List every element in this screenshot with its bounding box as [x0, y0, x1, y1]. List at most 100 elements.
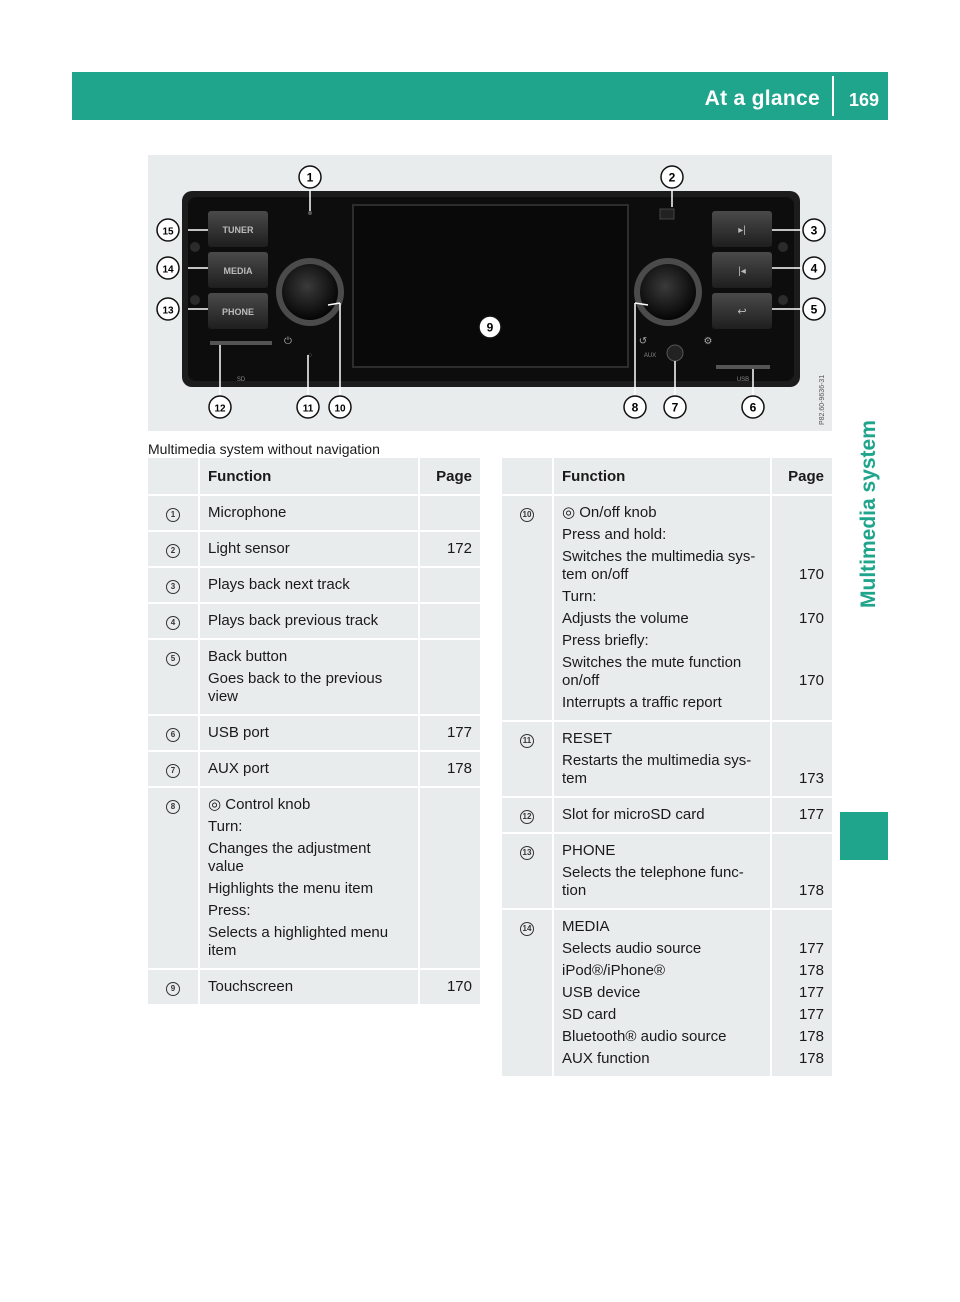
page-reference: 178: [446, 760, 472, 777]
function-cell: Light sensor: [200, 532, 420, 568]
function-text: Turn:: [562, 588, 597, 605]
phone-button-label: PHONE: [222, 307, 254, 317]
function-cell: Plays back previous track: [200, 604, 420, 640]
function-text: Goes back to the previous view: [208, 670, 383, 705]
table-header-row: Function Page: [148, 458, 480, 496]
page-number: 169: [848, 90, 880, 110]
page-reference: [780, 588, 824, 606]
settings-icon: ⚙: [704, 336, 713, 347]
page-reference: [780, 730, 824, 748]
callout-15: 15: [162, 227, 174, 238]
callout-9: 9: [487, 321, 494, 335]
item-number-badge: 8: [166, 800, 180, 814]
function-text: Plays back next track: [208, 576, 350, 593]
page-reference: [428, 612, 472, 630]
function-text: Selects audio source: [562, 940, 702, 957]
item-number-badge: 13: [520, 846, 534, 860]
page-reference: 177: [798, 1006, 824, 1023]
photo-caption: Multimedia system without navigation: [148, 441, 380, 457]
item-number-cell: 2: [148, 532, 200, 568]
function-column-header: Function: [200, 458, 420, 496]
page-reference: [780, 694, 824, 712]
power-icon: ⏻: [284, 336, 292, 347]
page-reference: 177: [798, 806, 824, 823]
light-sensor: [659, 208, 675, 220]
page-cell: [420, 640, 480, 716]
page-reference: 170: [446, 978, 472, 995]
function-text: Plays back previous track: [208, 612, 379, 629]
callout-7: 7: [672, 401, 679, 415]
item-number-badge: 6: [166, 728, 180, 742]
function-cell: AUX port: [200, 752, 420, 788]
item-number-cell: 3: [148, 568, 200, 604]
next-track-button: [712, 211, 772, 247]
page-reference: 170: [798, 610, 824, 627]
page-reference: 178: [798, 882, 824, 899]
header-title: At a glance: [704, 87, 820, 110]
function-text: Slot for microSD card: [562, 806, 705, 823]
page-reference: [428, 880, 472, 898]
item-number-badge: 2: [166, 544, 180, 558]
function-text: SD card: [562, 1006, 617, 1023]
item-number-badge: 12: [520, 810, 534, 824]
page-reference: 170: [798, 566, 824, 583]
function-text: Adjusts the volume: [562, 610, 689, 627]
page-reference: 177: [446, 724, 472, 741]
function-text: Light sensor: [208, 540, 290, 557]
function-text: Microphone: [208, 504, 287, 521]
function-cell: Plays back next track: [200, 568, 420, 604]
callout-5: 5: [811, 303, 818, 317]
function-text: Press:: [208, 902, 251, 919]
page-reference: [780, 842, 824, 860]
function-text: iPod®/iPhone®: [562, 962, 666, 979]
callout-8: 8: [632, 401, 639, 415]
number-column-header: [148, 458, 200, 496]
function-table-left: Function Page 1 Microphone 2 Light sensor 17…: [148, 458, 480, 1006]
page-reference: 170: [798, 672, 824, 689]
item-number-cell: 12: [502, 798, 554, 834]
item-number-badge: 9: [166, 982, 180, 996]
item-number-badge: 5: [166, 652, 180, 666]
function-text: Turn:: [208, 818, 243, 835]
number-column-header: [502, 458, 554, 496]
function-text: ◎ Control knob: [208, 796, 311, 813]
function-text: Press and hold:: [562, 526, 667, 543]
item-number-badge: 4: [166, 616, 180, 630]
page-cell: [420, 568, 480, 604]
page-reference: [428, 648, 472, 666]
item-number-cell: 1: [148, 496, 200, 532]
table-row: 12 Slot for microSD card 177: [502, 798, 832, 834]
callout-6: 6: [750, 401, 757, 415]
callout-1: 1: [307, 171, 314, 185]
page-reference: [428, 796, 472, 814]
page-reference: [428, 504, 472, 522]
function-text: Switches the mute function on/off: [562, 654, 742, 689]
usb-port-label: USB: [737, 377, 749, 383]
function-text: Press briefly:: [562, 632, 649, 649]
page-reference: 178: [798, 1028, 824, 1045]
callout-2: 2: [669, 171, 676, 185]
function-text: Bluetooth® audio source: [562, 1028, 727, 1045]
function-cell: Slot for microSD card: [554, 798, 772, 834]
function-text: AUX function: [562, 1050, 650, 1067]
page-reference: 178: [798, 1050, 824, 1067]
return-icon: ↺: [639, 336, 647, 347]
back-icon: ↩: [737, 306, 746, 318]
function-column-header: Function: [554, 458, 772, 496]
function-text: Highlights the menu item: [208, 880, 374, 897]
function-text: Selects a highlighted menu item: [208, 924, 389, 959]
callout-3: 3: [811, 224, 818, 238]
aux-port: [666, 344, 684, 362]
function-text: RESET: [562, 730, 613, 747]
